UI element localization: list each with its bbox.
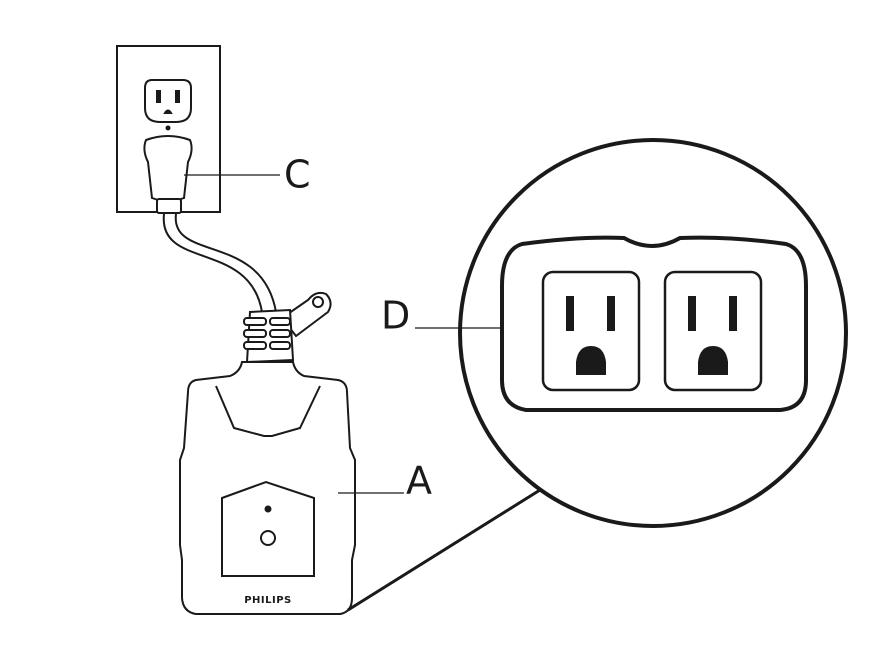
outlet-left-slot-1	[566, 296, 574, 331]
connector-rib-2	[243, 329, 267, 338]
label-c: C	[284, 153, 311, 197]
receptacle-ground	[163, 109, 173, 114]
connector-rib-5	[269, 329, 291, 338]
outlet-right-ground	[698, 346, 728, 375]
receptacle-slot-right	[175, 90, 180, 103]
connector-rib-6	[269, 341, 291, 350]
receptacle-face	[144, 79, 192, 123]
plug-body	[143, 135, 193, 202]
cord-connector	[243, 291, 332, 364]
leader-lines	[184, 174, 500, 494]
receptacle-slot-left	[156, 90, 161, 103]
power-cord	[162, 213, 277, 313]
zoom-detail	[458, 138, 848, 528]
outlet-right-slot-2	[729, 296, 737, 331]
receptacle-screw	[165, 125, 171, 131]
cord-edge-a	[162, 213, 263, 313]
indicator-light	[264, 505, 272, 513]
outlet-right-slot-1	[688, 296, 696, 331]
hanging-tab-hole	[312, 296, 324, 308]
timer-housing	[179, 361, 356, 615]
control-button	[260, 530, 276, 546]
outlet-left-slot-2	[607, 296, 615, 331]
connector-rib-4	[269, 317, 291, 326]
plug-strain-relief	[156, 198, 182, 214]
outlet-left	[541, 270, 641, 392]
outlet-left-ground	[576, 346, 606, 375]
outlet-right	[663, 270, 763, 392]
brand-logo: PHILIPS	[244, 595, 292, 606]
connector-rib-3	[243, 341, 267, 350]
zoom-connector-line	[347, 488, 541, 612]
label-a: A	[406, 459, 432, 503]
label-d: D	[381, 294, 410, 338]
cord-edge-b	[174, 213, 277, 313]
wall-outlet	[116, 45, 221, 214]
control-panel	[221, 480, 315, 577]
connector-rib-1	[243, 317, 267, 326]
housing-upper-panel	[215, 385, 321, 437]
